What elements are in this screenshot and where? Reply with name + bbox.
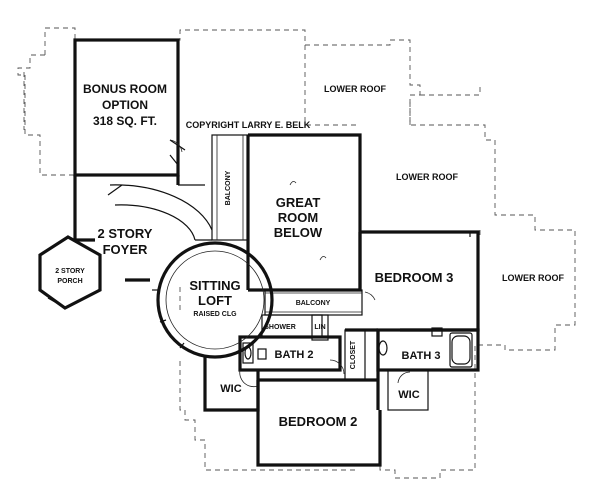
- great-room-label-line1: GREAT: [276, 195, 321, 210]
- bonus-room-label-line3: 318 SQ. FT.: [93, 114, 157, 128]
- bath-2-block: [238, 314, 345, 375]
- bonus-room-label-line2: OPTION: [102, 98, 148, 112]
- wic-left-label: WIC: [220, 383, 241, 395]
- bedroom-2-label: BEDROOM 2: [279, 414, 358, 429]
- balcony-vertical-label: BALCONY: [225, 170, 232, 205]
- copyright-text: COPYRIGHT LARRY E. BELK: [186, 120, 311, 130]
- wic-right-label: WIC: [398, 389, 419, 401]
- shower-label: SHOWER: [264, 324, 296, 331]
- bedroom-2: [256, 378, 382, 467]
- porch-label-line1: 2 STORY: [55, 268, 85, 275]
- bath-3-label: BATH 3: [402, 350, 441, 362]
- foyer-label-line2: FOYER: [103, 242, 148, 257]
- great-room-label-line2: ROOM: [278, 210, 318, 225]
- bonus-room: [73, 38, 186, 185]
- sitting-loft-label-line1: SITTING: [189, 278, 240, 293]
- lower-roof-top-label: LOWER ROOF: [324, 84, 386, 94]
- great-room-label-line3: BELOW: [274, 225, 323, 240]
- porch: [38, 235, 102, 310]
- bedroom-3-label: BEDROOM 3: [375, 270, 454, 285]
- lower-roof-mid-label: LOWER ROOF: [396, 172, 458, 182]
- raised-clg-label: RAISED CLG: [193, 311, 237, 318]
- bonus-room-label-line1: BONUS ROOM: [83, 82, 167, 96]
- bath-3-block: [344, 327, 480, 411]
- roof-outline: [17, 27, 576, 479]
- sitting-loft-label-line2: LOFT: [198, 293, 232, 308]
- foyer-label-line1: 2 STORY: [98, 226, 153, 241]
- lin-label: LIN: [314, 324, 325, 331]
- spiral-staircase: [107, 184, 213, 241]
- closet-label: CLOSET: [350, 340, 357, 369]
- lower-roof-right-label: LOWER ROOF: [502, 273, 564, 283]
- sitting-loft: [152, 241, 274, 359]
- bath-2-label: BATH 2: [275, 349, 314, 361]
- porch-label-line2: PORCH: [57, 278, 82, 285]
- balcony-horizontal-label: BALCONY: [296, 300, 331, 307]
